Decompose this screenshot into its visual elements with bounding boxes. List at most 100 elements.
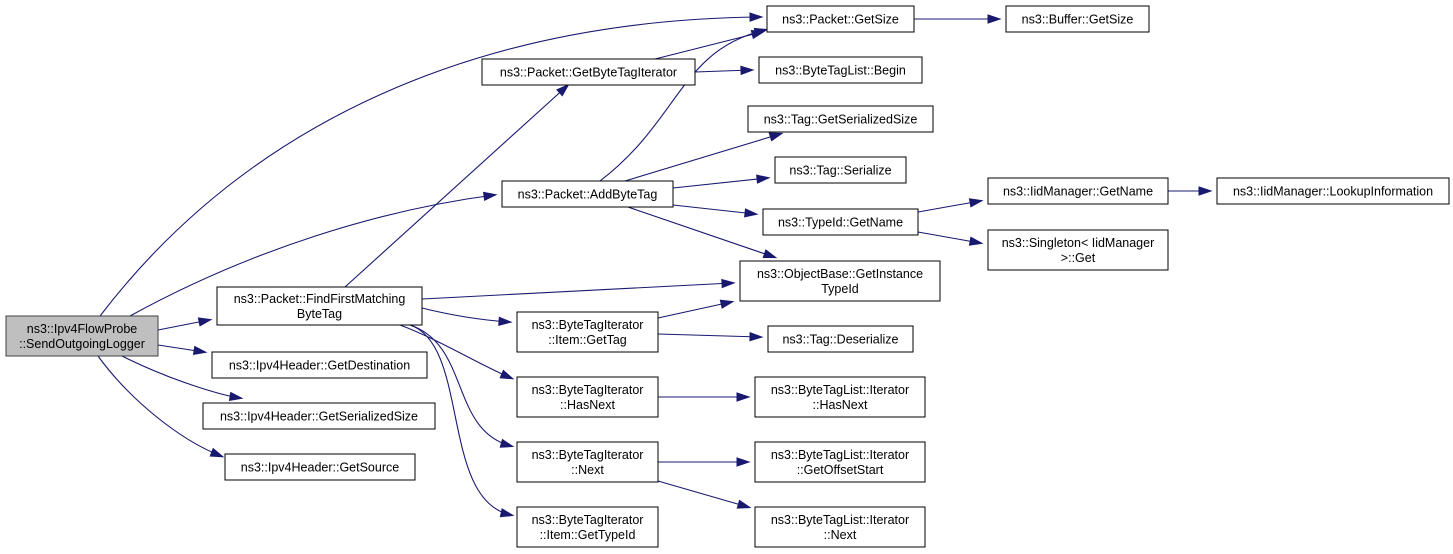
arrowhead-icon — [209, 447, 225, 458]
edge-line — [657, 480, 749, 508]
node-getSource[interactable]: ns3::Ipv4Header::GetSource — [224, 453, 416, 481]
edge-line — [97, 355, 222, 457]
node-tagSerialize[interactable]: ns3::Tag::Serialize — [774, 156, 907, 184]
node-iidGetName[interactable]: ns3::IidManager::GetName — [987, 177, 1169, 205]
node-box[interactable] — [987, 177, 1169, 205]
node-label: ns3::Packet::GetByteTagIterator — [500, 66, 677, 80]
node-box[interactable] — [767, 325, 914, 353]
arrowhead-icon — [192, 345, 208, 356]
edge-addByteTag-to-objGetInstTypeId — [627, 206, 778, 259]
node-getDest[interactable]: ns3::Ipv4Header::GetDestination — [211, 351, 428, 379]
node-btliGetOffsetStart[interactable]: ns3::ByteTagList::Iterator::GetOffsetSta… — [754, 441, 926, 483]
arrowhead-icon — [744, 208, 759, 218]
node-root[interactable]: ns3::Ipv4FlowProbe::SendOutgoingLogger — [5, 315, 159, 357]
arrowhead-icon — [987, 14, 1002, 24]
edge-findFirst-to-btiHasNext — [399, 324, 515, 380]
edge-iidGetName-to-iidLookup — [1168, 186, 1213, 196]
arrowhead-icon — [719, 299, 735, 309]
node-label: ns3::ByteTagIterator — [532, 513, 644, 527]
node-box[interactable] — [1005, 5, 1150, 33]
arrowhead-icon — [756, 174, 771, 184]
node-tagDeserialize[interactable]: ns3::Tag::Deserialize — [767, 325, 914, 353]
node-label: ns3::Ipv4Header::GetSerializedSize — [220, 410, 418, 424]
node-btlBegin[interactable]: ns3::ByteTagList::Begin — [758, 56, 923, 84]
edge-root-to-addByteTag — [129, 191, 498, 317]
arrowhead-icon — [968, 236, 984, 246]
edge-addByteTag-to-tagGetSerSize — [624, 132, 784, 182]
edge-root-to-getDest — [157, 344, 208, 356]
node-box[interactable] — [766, 5, 915, 33]
node-box[interactable] — [739, 260, 941, 302]
node-box[interactable] — [516, 311, 659, 353]
edge-root-to-findFirst — [157, 317, 213, 331]
edge-getBTI-to-btlBegin — [694, 65, 755, 76]
node-label: ns3::Tag::GetSerializedSize — [764, 113, 918, 127]
node-box[interactable] — [754, 441, 926, 483]
arrowhead-icon — [749, 12, 764, 22]
node-addByteTag[interactable]: ns3::Packet::AddByteTag — [501, 180, 674, 208]
edge-typeIdGetName-to-singletonGet — [917, 231, 984, 246]
node-box[interactable] — [5, 315, 159, 357]
edge-itemGetTag-to-tagDeserialize — [657, 331, 764, 342]
node-box[interactable] — [516, 376, 659, 418]
edge-root-to-getSerSizeHdr — [121, 355, 244, 402]
arrowhead-icon — [762, 249, 778, 259]
node-getBTI[interactable]: ns3::Packet::GetByteTagIterator — [481, 58, 696, 86]
edge-findFirst-to-itemGetTypeId — [409, 324, 515, 518]
node-tagGetSerSize[interactable]: ns3::Tag::GetSerializedSize — [747, 105, 934, 133]
node-box[interactable] — [747, 105, 934, 133]
edge-line — [399, 324, 512, 379]
node-box[interactable] — [987, 229, 1169, 271]
node-typeIdGetName[interactable]: ns3::TypeId::GetName — [762, 208, 919, 236]
edge-line — [657, 333, 761, 338]
node-getSerSizeHdr[interactable]: ns3::Ipv4Header::GetSerializedSize — [202, 402, 436, 430]
node-btliNext[interactable]: ns3::ByteTagList::Iterator::Next — [754, 506, 926, 548]
node-btliHasNext[interactable]: ns3::ByteTagList::Iterator::HasNext — [754, 376, 926, 418]
node-itemGetTag[interactable]: ns3::ByteTagIterator::Item::GetTag — [516, 311, 659, 353]
node-box[interactable] — [481, 58, 696, 86]
node-box[interactable] — [758, 56, 923, 84]
edge-line — [421, 282, 733, 300]
node-btiNext[interactable]: ns3::ByteTagIterator::Next — [516, 441, 659, 483]
node-box[interactable] — [202, 402, 436, 430]
edge-addByteTag-to-pktGetSize — [599, 27, 769, 182]
edge-root-to-getSource — [97, 355, 225, 458]
node-box[interactable] — [211, 351, 428, 379]
edge-line — [99, 16, 761, 317]
edge-line — [599, 29, 766, 182]
arrowhead-icon — [968, 198, 984, 208]
arrowhead-icon — [228, 391, 244, 402]
edge-line — [409, 324, 512, 516]
node-iidLookup[interactable]: ns3::IidManager::LookupInformation — [1216, 177, 1450, 205]
node-box[interactable] — [774, 156, 907, 184]
node-label: ns3::ByteTagIterator — [532, 383, 644, 397]
edge-btiHasNext-to-btliHasNext — [658, 392, 751, 402]
arrowhead-icon — [556, 83, 570, 97]
node-box[interactable] — [216, 286, 423, 326]
node-box[interactable] — [754, 506, 926, 548]
node-label: ns3::Buffer::GetSize — [1022, 13, 1134, 27]
node-box[interactable] — [1216, 177, 1450, 205]
node-singletonGet[interactable]: ns3::Singleton< IidManager>::Get — [987, 229, 1169, 271]
arrowhead-icon — [1198, 186, 1213, 196]
arrowhead-icon — [736, 392, 751, 402]
node-box[interactable] — [501, 180, 674, 208]
node-itemGetTypeId[interactable]: ns3::ByteTagIterator::Item::GetTypeId — [516, 506, 659, 548]
node-bufGetSize[interactable]: ns3::Buffer::GetSize — [1005, 5, 1150, 33]
node-label: ::Next — [824, 528, 857, 542]
arrowhead-icon — [736, 457, 751, 467]
node-label: ::Item::GetTypeId — [540, 528, 636, 542]
node-box[interactable] — [516, 506, 659, 548]
node-box[interactable] — [754, 376, 926, 418]
node-box[interactable] — [762, 208, 919, 236]
node-pktGetSize[interactable]: ns3::Packet::GetSize — [766, 5, 915, 33]
arrowhead-icon — [197, 317, 213, 327]
edge-btiNext-to-btliGetOffsetStart — [658, 457, 751, 467]
node-box[interactable] — [516, 441, 659, 483]
node-btiHasNext[interactable]: ns3::ByteTagIterator::HasNext — [516, 376, 659, 418]
node-label: ::HasNext — [560, 398, 615, 412]
edge-line — [672, 204, 756, 215]
node-box[interactable] — [224, 453, 416, 481]
